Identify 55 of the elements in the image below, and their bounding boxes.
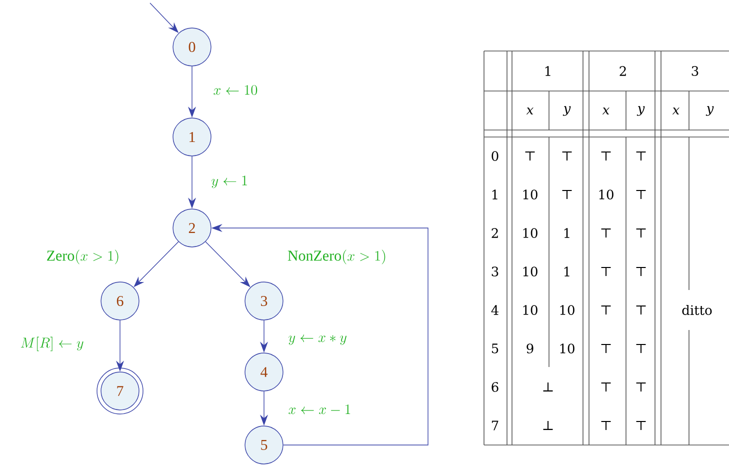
- table-value: 10: [523, 190, 538, 200]
- table-value: 9: [526, 344, 534, 354]
- edge-label: $y \leftarrow x * y$: [288, 334, 346, 345]
- column-header: x: [526, 108, 534, 114]
- table-value: ⊤: [601, 267, 611, 276]
- row-number: 0: [492, 151, 498, 161]
- column-header: 3: [692, 66, 698, 76]
- column-header: x: [602, 108, 610, 114]
- table-value: ⊤: [636, 344, 646, 353]
- row-number: 2: [492, 228, 498, 238]
- row-number: 1: [492, 190, 498, 200]
- edge-label: $M[R] \leftarrow y$: [20, 336, 84, 352]
- row-number: 5: [492, 344, 498, 354]
- table-value: ⊤: [601, 421, 611, 430]
- column-header: x: [672, 108, 680, 114]
- table-value: ⊤: [601, 344, 611, 353]
- column-header: y: [562, 106, 571, 116]
- table-value: 10: [560, 305, 574, 315]
- table-value: ⊥: [543, 382, 553, 392]
- row-number: 3: [492, 266, 498, 276]
- table-value: ⊤: [601, 382, 611, 392]
- table-value: ⊤: [636, 152, 646, 160]
- table-value: 10: [523, 228, 538, 238]
- table-value: 10: [523, 305, 538, 315]
- table-value: ⊤: [601, 306, 611, 314]
- column-header: 1: [545, 66, 550, 76]
- table-value: ⊤: [636, 421, 646, 430]
- row-number: 6: [492, 382, 498, 392]
- edge-label: $y \leftarrow 1$: [212, 176, 247, 188]
- table-value: 1: [564, 228, 570, 238]
- edge-label: $\mathrm{Zero}(x > 1)$: [47, 250, 118, 264]
- table-value: ⊤: [601, 228, 611, 238]
- table-value: 10: [599, 190, 614, 200]
- edge-label: $\mathrm{NonZero}(x > 1)$: [288, 250, 386, 264]
- table-value: ⊤: [636, 382, 646, 392]
- table-value: 10: [523, 266, 538, 276]
- table-value: ⊤: [636, 228, 646, 238]
- table-value: ⊥: [543, 421, 553, 430]
- column-header: y: [636, 106, 645, 116]
- table-value: ⊤: [525, 152, 535, 160]
- row-number: 7: [492, 420, 498, 430]
- table-value: ⊤: [562, 152, 572, 160]
- table-value: ⊤: [636, 267, 646, 276]
- edge-label: $x \leftarrow x - 1$: [288, 404, 350, 414]
- table-value: ⊤: [601, 152, 611, 160]
- row-number: 4: [491, 305, 498, 315]
- column-header: y: [706, 106, 714, 116]
- table-value: ⊤: [636, 190, 646, 199]
- table-value: ditto: [682, 304, 712, 316]
- edge-label: $x \leftarrow 10$: [214, 85, 258, 95]
- column-header: 2: [620, 66, 626, 76]
- table-value: ⊤: [562, 190, 572, 199]
- table-value: 10: [560, 344, 574, 354]
- table-value: 1: [564, 266, 570, 276]
- table-value: ⊤: [636, 306, 646, 314]
